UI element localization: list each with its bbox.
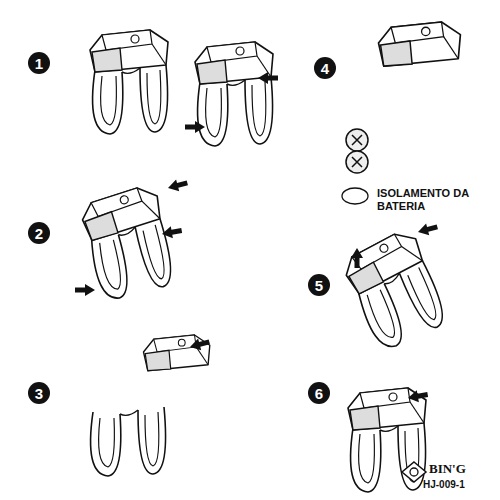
- step-number: 4: [314, 57, 336, 79]
- step-number: 3: [28, 382, 50, 404]
- step-number-text: 2: [35, 226, 43, 241]
- step-number-text: 3: [35, 386, 43, 401]
- step-number-text: 5: [315, 278, 323, 293]
- step-1: [90, 30, 278, 146]
- step-number-text: 4: [321, 61, 329, 76]
- step-number: 6: [308, 382, 330, 404]
- step-4: [342, 22, 460, 204]
- step-number: 1: [28, 52, 50, 74]
- battery-note: ISOLAMENTO DA BATERIA: [377, 187, 477, 213]
- step-6: [348, 388, 429, 492]
- step-number-text: 1: [35, 56, 43, 71]
- step-3: [91, 335, 211, 476]
- step-5: [339, 221, 450, 353]
- step-number: 2: [28, 222, 50, 244]
- brand-logo: BIN'G: [429, 461, 489, 477]
- step-number: 5: [308, 274, 330, 296]
- step-2: [75, 177, 189, 302]
- logo-emblem: [402, 462, 426, 482]
- step-number-text: 6: [315, 386, 323, 401]
- model-number: HJ-009-1: [423, 479, 493, 491]
